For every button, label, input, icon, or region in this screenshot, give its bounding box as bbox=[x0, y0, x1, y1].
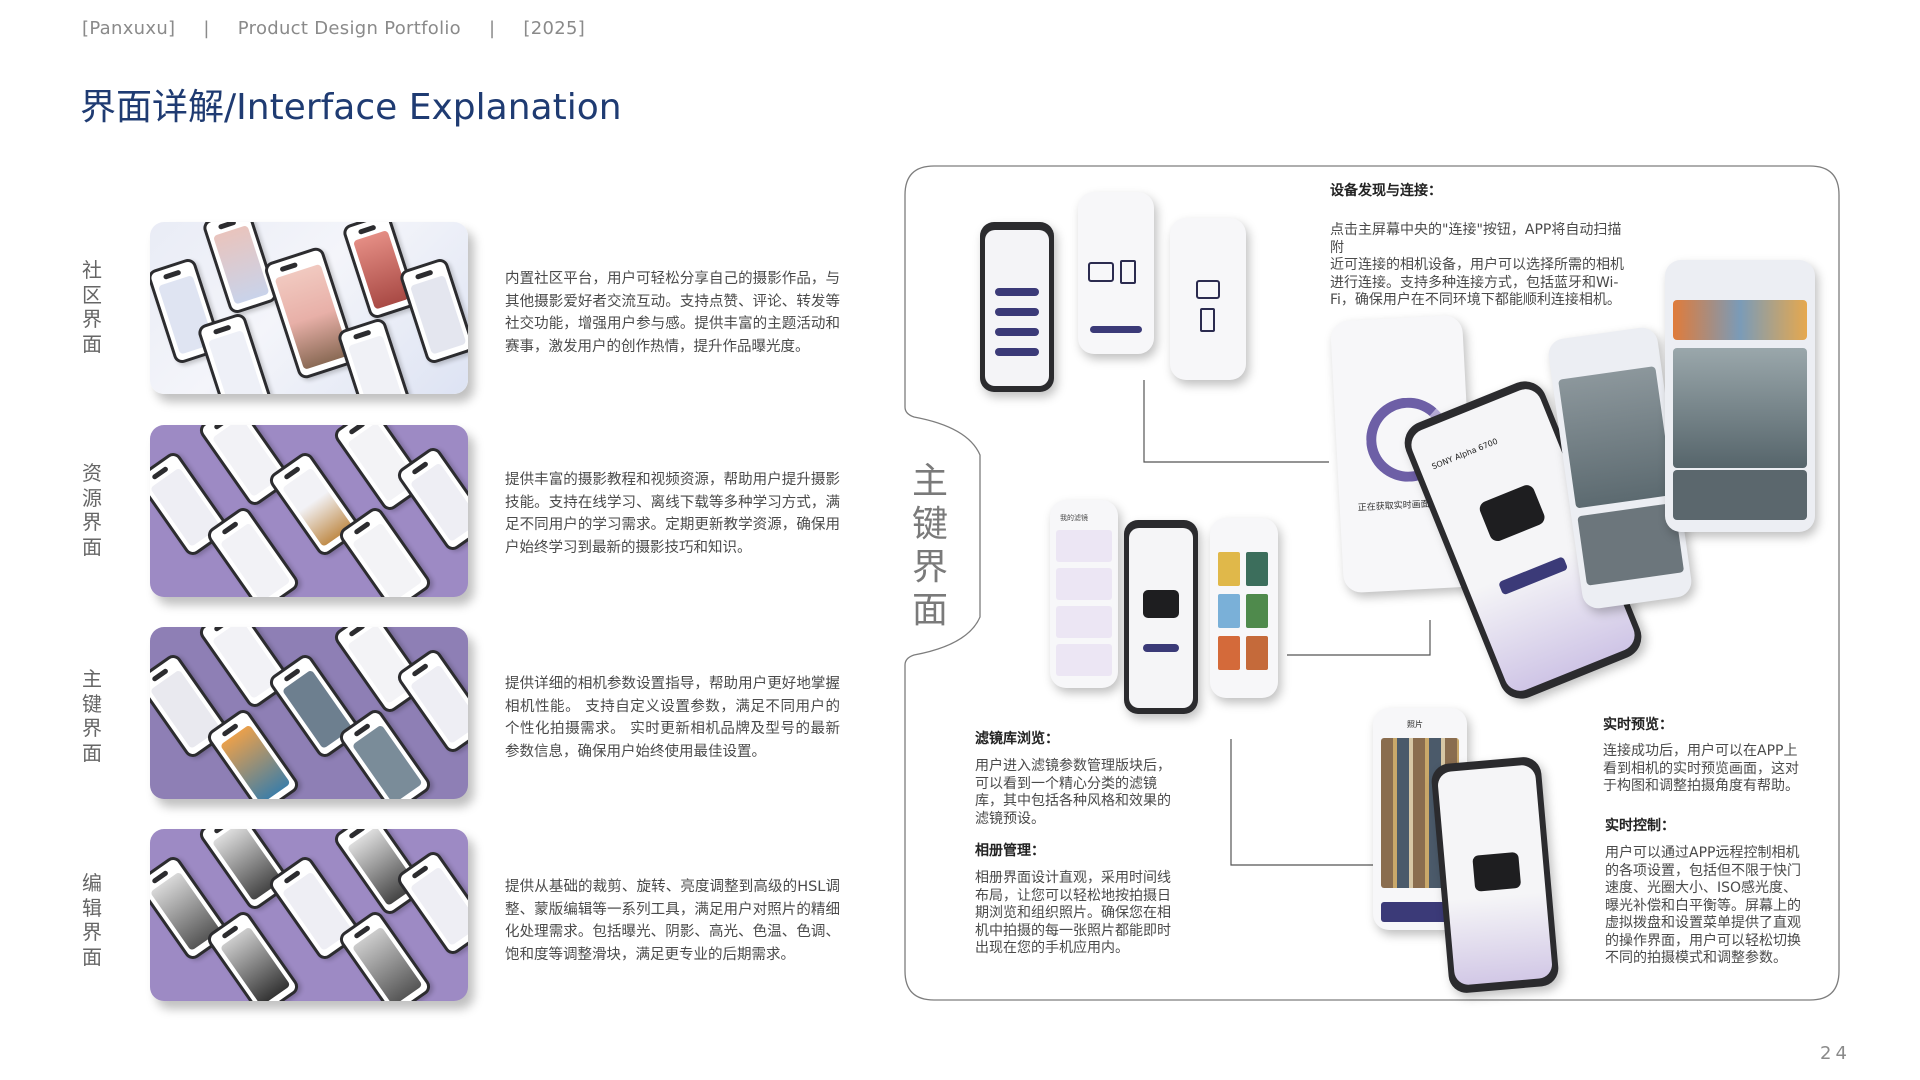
title-char: 主 bbox=[911, 461, 948, 502]
header-year: [2025] bbox=[523, 18, 586, 39]
header-author: [Panxuxu] bbox=[82, 18, 176, 39]
page-header: [Panxuxu] | Product Design Portfolio | [… bbox=[82, 18, 585, 39]
text-line: 期浏览和组织照片。确保您在相 bbox=[975, 905, 1171, 921]
phone-icon bbox=[1200, 308, 1215, 332]
text-line: 库，其中包括各种风格和效果的 bbox=[975, 793, 1171, 809]
page-number: 24 bbox=[1820, 1043, 1851, 1064]
phone-filter-gallery bbox=[1210, 518, 1278, 698]
label-char: 界 bbox=[82, 510, 102, 534]
title-char: 面 bbox=[911, 590, 948, 631]
text-line: 的各项设置，包括但不限于快门 bbox=[1605, 862, 1801, 879]
title-char: 键 bbox=[911, 504, 948, 545]
label-char: 源 bbox=[82, 485, 102, 510]
phone-mockup bbox=[398, 256, 468, 366]
community-screens-image bbox=[150, 222, 468, 394]
filter-title: 我的滤镜 bbox=[1060, 514, 1088, 522]
album-management-text: 相册界面设计直观，采用时间线 布局，让您可以轻松地按拍摄日 期浏览和组织照片。确… bbox=[975, 870, 1185, 958]
label-char: 键 bbox=[82, 691, 102, 716]
section-description-resources: 提供丰富的摄影教程和视频资源，帮助用户提升摄影技能。支持在线学习、离线下载等多种… bbox=[505, 472, 840, 556]
section-label-editing: 编 辑 界 面 bbox=[80, 871, 104, 969]
camera-image bbox=[1143, 590, 1179, 618]
device-discovery-text: 点击主屏幕中央的"连接"按钮，APP将自动扫描附 近可连接的相机设备，用户可以选… bbox=[1330, 222, 1630, 310]
text-line: 进行连接。支持多种连接方式，包括蓝牙和Wi- bbox=[1330, 274, 1619, 291]
label-char: 面 bbox=[82, 534, 102, 559]
album-title: 照片 bbox=[1407, 720, 1423, 729]
editing-screens-image bbox=[150, 829, 468, 1001]
filter-library-heading: 滤镜库浏览： bbox=[975, 731, 1059, 747]
filter-library-text: 用户进入滤镜参数管理版块后， 可以看到一个精心分类的滤镜 库，其中包括各种风格和… bbox=[975, 758, 1185, 828]
phone-device-list bbox=[980, 222, 1054, 392]
header-divider: | bbox=[489, 18, 496, 39]
device-discovery-heading: 设备发现与连接： bbox=[1330, 183, 1442, 199]
text-line: 近可连接的相机设备，用户可以选择所需的相机 bbox=[1330, 257, 1624, 273]
section-label-main-key: 主 键 界 面 bbox=[80, 667, 104, 765]
live-control-text: 用户可以通过APP远程控制相机 的各项设置，包括但不限于快门 速度、光圈大小、I… bbox=[1605, 845, 1815, 968]
text-line: 出现在您的手机应用内。 bbox=[975, 940, 1129, 956]
text-line: 于构图和调整拍摄角度有帮助。 bbox=[1603, 778, 1799, 794]
camera-icon bbox=[1088, 262, 1114, 282]
text-line: 点击主屏幕中央的"连接"按钮，APP将自动扫描附 bbox=[1330, 222, 1622, 256]
section-label-community: 社 区 界 面 bbox=[80, 258, 104, 356]
connecting-text: 正在获取实时画面 bbox=[1357, 499, 1430, 514]
text-line: 连接成功后，用户可以在APP上 bbox=[1603, 743, 1798, 759]
text-line: 看到相机的实时预览画面，这对 bbox=[1603, 760, 1799, 777]
label-char: 面 bbox=[82, 331, 102, 356]
phone-icon bbox=[1120, 260, 1136, 284]
text-line: 的操作界面，用户可以轻松切换 bbox=[1605, 932, 1801, 949]
phone-camera-detail bbox=[1124, 520, 1198, 714]
camera-image bbox=[1472, 851, 1522, 892]
section-label-resources: 资 源 界 面 bbox=[80, 461, 104, 559]
text-line: 曝光补偿和白平衡等。屏幕上的 bbox=[1605, 897, 1801, 914]
text-line: 用户可以通过APP远程控制相机 bbox=[1605, 845, 1800, 861]
label-char: 界 bbox=[82, 920, 102, 944]
album-management-heading: 相册管理： bbox=[975, 843, 1045, 859]
section-description-main-key: 提供详细的相机参数设置指导，帮助用户更好地掌握相机性能。 支持自定义设置参数，满… bbox=[505, 676, 840, 760]
main-panel-vertical-title: 主 键 界 面 bbox=[908, 460, 952, 632]
section-description-editing: 提供从基础的裁剪、旋转、亮度调整到高级的HSL调整、蒙版编辑等一系列工具，满足用… bbox=[505, 879, 840, 963]
label-char: 资 bbox=[82, 461, 102, 485]
phone-filter-list: 我的滤镜 bbox=[1050, 500, 1118, 688]
camera-model-label: SONY Alpha 6700 bbox=[1430, 436, 1500, 472]
text-line: 用户进入滤镜参数管理版块后， bbox=[975, 758, 1171, 774]
text-line: 机中拍摄的每一张照片都能即时 bbox=[975, 922, 1171, 939]
label-char: 区 bbox=[82, 282, 102, 307]
main-key-panel bbox=[904, 165, 1840, 1001]
phone-mockup bbox=[336, 316, 414, 394]
header-portfolio: Product Design Portfolio bbox=[237, 18, 461, 39]
camera-icon bbox=[1196, 280, 1220, 299]
phone-camera-album bbox=[1430, 755, 1560, 995]
label-char: 主 bbox=[82, 667, 102, 691]
panel-frame bbox=[904, 165, 1840, 1001]
phone-connect-options bbox=[1078, 192, 1154, 354]
section-description-community: 内置社区平台，用户可轻松分享自己的摄影作品，与其他摄影爱好者交流互动。支持点赞、… bbox=[505, 271, 840, 355]
text-line: 虚拟拨盘和设置菜单提供了直观 bbox=[1605, 915, 1801, 931]
phone-mockup bbox=[196, 311, 274, 394]
text-line: 相册界面设计直观，采用时间线 bbox=[975, 870, 1171, 886]
header-divider: | bbox=[203, 18, 210, 39]
resources-screens-image bbox=[150, 425, 468, 597]
live-preview-text: 连接成功后，用户可以在APP上 看到相机的实时预览画面，这对 于构图和调整拍摄角… bbox=[1603, 743, 1813, 796]
text-line: Fi，确保用户在不同环境下都能顺利连接相机。 bbox=[1330, 292, 1621, 308]
text-line: 不同的拍摄模式和调整参数。 bbox=[1605, 950, 1787, 966]
label-char: 面 bbox=[82, 944, 102, 969]
text-line: 可以看到一个精心分类的滤镜 bbox=[975, 775, 1157, 792]
label-char: 社 bbox=[82, 258, 102, 282]
label-char: 面 bbox=[82, 740, 102, 765]
live-preview-heading: 实时预览： bbox=[1603, 717, 1673, 733]
label-char: 辑 bbox=[82, 895, 102, 920]
text-line: 速度、光圈大小、ISO感光度、 bbox=[1605, 880, 1798, 896]
page-title: 界面详解/Interface Explanation bbox=[80, 87, 622, 128]
text-line: 布局，让您可以轻松地按拍摄日 bbox=[975, 887, 1171, 904]
live-control-heading: 实时控制： bbox=[1605, 818, 1675, 834]
phone-nfc-connect bbox=[1170, 218, 1246, 380]
label-char: 编 bbox=[82, 871, 102, 895]
text-line: 滤镜预设。 bbox=[975, 810, 1045, 827]
label-char: 界 bbox=[82, 716, 102, 740]
main-key-screens-image bbox=[150, 627, 468, 799]
phone-live-preview-front bbox=[1665, 260, 1815, 532]
camera-image bbox=[1477, 482, 1547, 544]
title-char: 界 bbox=[911, 547, 948, 588]
label-char: 界 bbox=[82, 307, 102, 331]
